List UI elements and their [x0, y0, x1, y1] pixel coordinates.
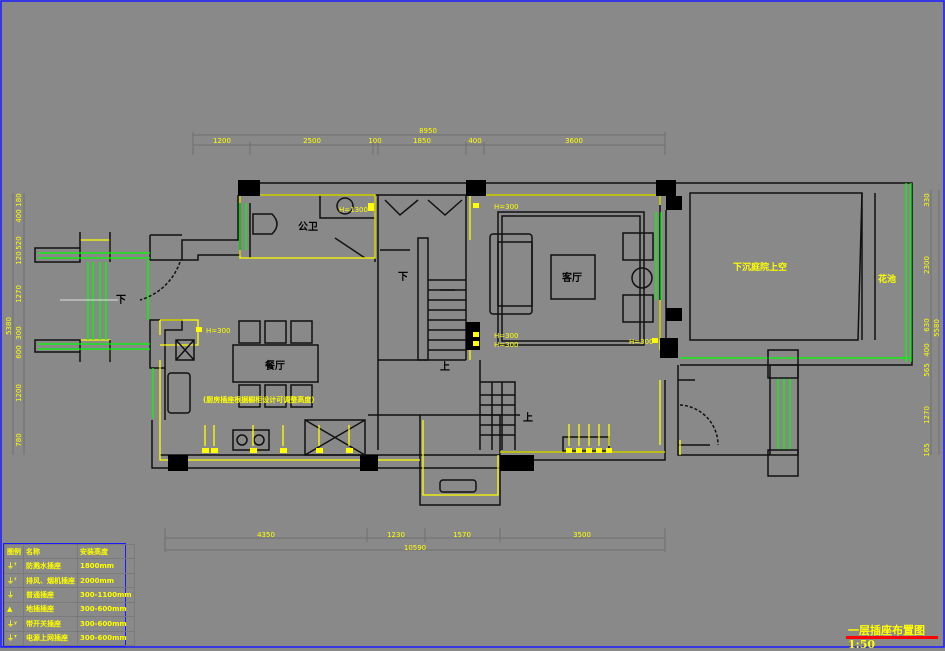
title-underline — [846, 636, 938, 639]
dim: 565 — [923, 363, 931, 376]
dim: 1200 — [213, 137, 231, 145]
room-label-planter: 花池 — [878, 273, 896, 285]
dim: 1570 — [453, 531, 471, 539]
dim: 400 — [15, 209, 23, 222]
left-dimension-chain: 180 400 520 120 1270 300 600 1200 780 53… — [5, 193, 25, 455]
room-label-dining: 餐厅 — [264, 359, 285, 372]
rear-stair-up-label: 上 — [523, 411, 533, 424]
legend-name: 防溅水插座 — [23, 558, 78, 574]
legend-name: 排风、烟机插座 — [23, 572, 78, 589]
legend-name: 带开关插座 — [23, 616, 78, 632]
legend-header: 安装高度 — [77, 543, 135, 560]
legend-height: 300-600mm — [77, 630, 135, 647]
stair-up-label: 上 — [440, 360, 450, 373]
legend-height: 1800mm — [77, 558, 135, 574]
dim: 630 — [923, 318, 931, 331]
dim: 300 — [15, 326, 23, 339]
dim: 3500 — [573, 531, 591, 539]
legend-name: 电源上网插座 — [23, 630, 78, 647]
dim: 120 — [15, 251, 23, 264]
dim: 1850 — [413, 137, 431, 145]
entry-down-label: 下 — [116, 294, 126, 306]
legend-height: 300-1100mm — [77, 587, 135, 603]
switched-outlet-icon: ⏚ʸ — [4, 616, 24, 632]
dim: 3600 — [565, 137, 583, 145]
dim: 400 — [468, 137, 481, 145]
room-label-living: 客厅 — [561, 271, 582, 284]
bath-outlet-label: H=1300 — [339, 206, 368, 214]
bottom-dimension-chain: 4350 1230 1570 3500 10590 — [164, 528, 666, 552]
dim: 1200 — [15, 384, 23, 402]
dim: 330 — [923, 193, 931, 206]
furniture — [167, 197, 654, 493]
left-total-dim: 5380 — [5, 317, 13, 335]
standard-outlet-icon: ⏚ — [4, 587, 24, 603]
dim: 520 — [15, 236, 23, 249]
walls — [80, 182, 913, 506]
dim: 180 — [15, 193, 23, 206]
legend-header: 名称 — [23, 543, 78, 560]
legend-name: 普通插座 — [23, 587, 78, 603]
dim: 400 — [923, 343, 931, 356]
dim: 780 — [15, 433, 23, 446]
legend-height: 300-600mm — [77, 601, 135, 618]
dining-outlet-label: H=300 — [206, 327, 231, 335]
legend-height: 2000mm — [77, 572, 135, 589]
stair-down-label: 下 — [398, 271, 408, 283]
living-outlet-label: H=300 — [494, 341, 519, 349]
dim: 600 — [15, 345, 23, 358]
outlet-symbols — [196, 203, 658, 453]
kitchen-note: (厨房插座根据橱柜设计可调整高度) — [203, 395, 314, 404]
dim: 4350 — [257, 531, 275, 539]
living-outlet-label: H=300 — [494, 332, 519, 340]
living-outlet-label: H=300 — [494, 203, 519, 211]
dim: 2300 — [923, 256, 931, 274]
top-dimension-chain: 8950 1200 2500 100 1850 400 3600 — [192, 127, 666, 155]
living-outlet-label: H=300 — [629, 338, 654, 346]
right-dimension-chain: 330 2300 630 400 565 1270 165 5580 — [923, 190, 941, 457]
legend-header: 图例 — [4, 543, 24, 560]
dim: 2500 — [303, 137, 321, 145]
legend-name: 地插插座 — [23, 601, 78, 618]
outlet-height-labels: H=1300 H=300 H=300 H=300 H=300 H=300 (厨房… — [203, 203, 654, 404]
exhaust-outlet-icon: ⏚ᶠ — [4, 572, 24, 589]
dim: 100 — [368, 137, 381, 145]
dim: 1270 — [15, 285, 23, 303]
room-labels: 公卫 餐厅 客厅 下沉庭院上空 花池 — [264, 221, 896, 372]
room-label-courtyard: 下沉庭院上空 — [733, 261, 787, 273]
legend-height: 300-600mm — [77, 616, 135, 632]
dim: 1270 — [923, 406, 931, 424]
dim: 165 — [923, 443, 931, 456]
network-outlet-icon: ⏚ᵀ — [4, 630, 24, 647]
entry-porch: 下 — [34, 203, 791, 450]
room-label-bathroom: 公卫 — [298, 221, 318, 233]
top-total-dim: 8950 — [419, 127, 437, 135]
bottom-total-dim: 10590 — [404, 544, 426, 552]
right-total-dim: 5580 — [933, 319, 941, 337]
splashproof-outlet-icon: ⏚ᶠ — [4, 558, 24, 574]
structural-columns — [168, 180, 799, 477]
floor-outlet-icon: ▲ — [4, 601, 24, 618]
staircase: 下 上 上 — [380, 199, 533, 436]
dim: 1230 — [387, 531, 405, 539]
